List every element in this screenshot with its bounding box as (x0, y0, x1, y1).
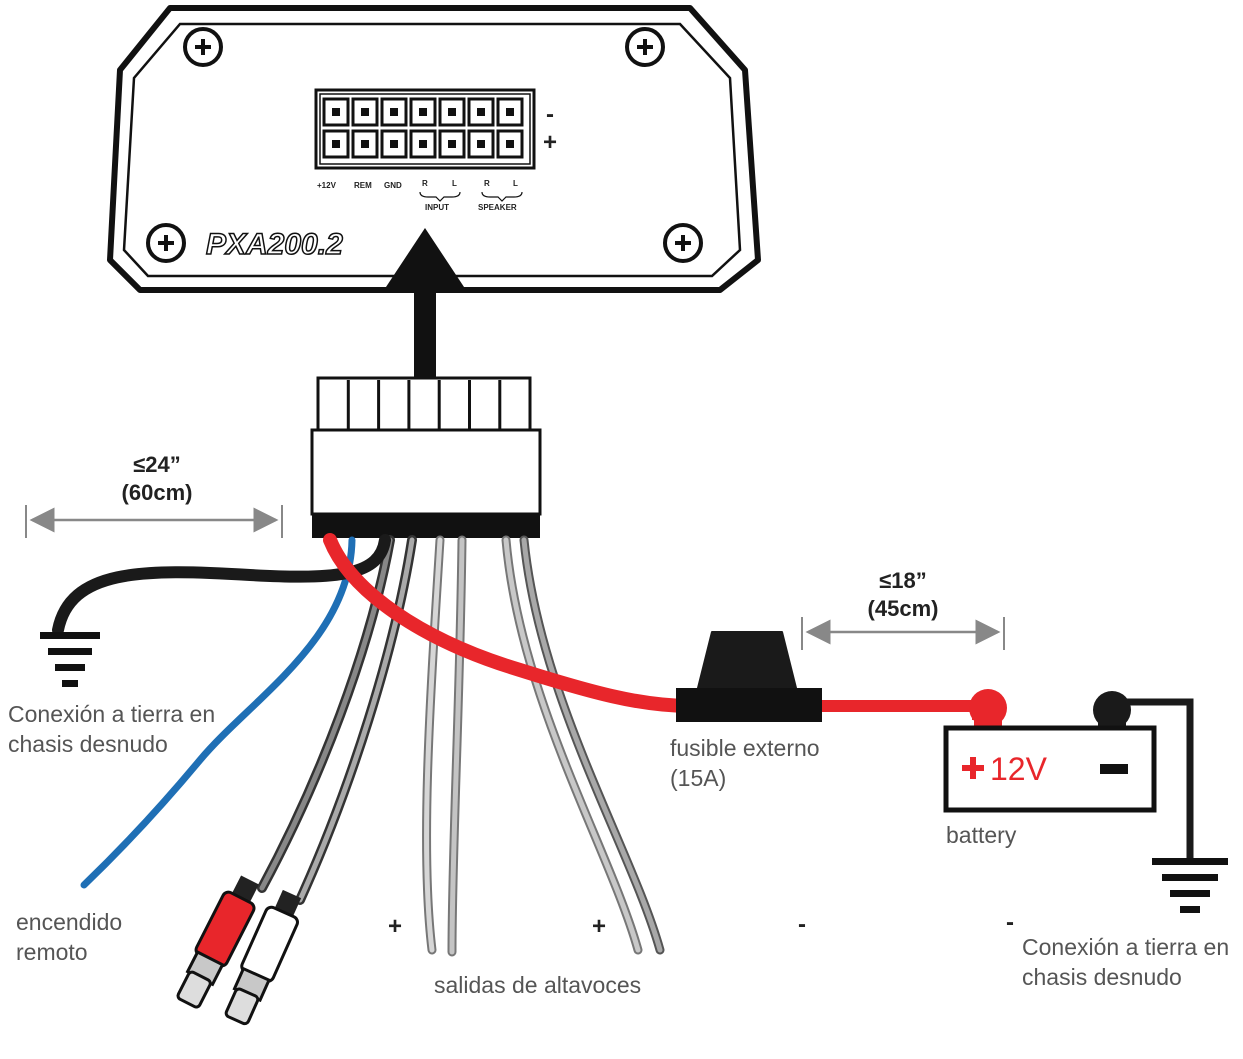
screw-icon (663, 223, 703, 263)
socket-pin-contact (419, 140, 427, 148)
socket-pin-contact (419, 108, 427, 116)
ground-symbol-icon (1152, 858, 1228, 913)
socket-pin-contact (361, 108, 369, 116)
pin-label-input-l: L (452, 179, 457, 188)
ground-length-in: ≤24” (133, 452, 181, 477)
battery-plus-icon (962, 757, 984, 779)
fuse-length-in: ≤18” (879, 568, 927, 593)
socket-pin-contact (506, 140, 514, 148)
rca-plug-white (224, 889, 302, 1026)
pin-label-speaker: SPEAKER (478, 203, 517, 212)
ground-right-label: Conexión a tierra en (1022, 934, 1229, 960)
insert-arrow-icon (384, 228, 466, 380)
socket-pin-contact (477, 108, 485, 116)
screw-icon (625, 27, 665, 67)
socket-pin-contact (390, 140, 398, 148)
socket-pin-contact (361, 140, 369, 148)
socket-pin-contact (448, 140, 456, 148)
dimension-fuse (801, 617, 1005, 650)
battery-minus-icon (1100, 764, 1128, 774)
battery-label: battery (946, 822, 1017, 848)
dimension-ground (25, 505, 283, 538)
power-wire (323, 533, 697, 713)
pin-label-12v: +12V (317, 181, 337, 190)
socket-pin-contact (332, 108, 340, 116)
amplifier: - + +12V REM GND R L INPUT R L SPEAKER P… (107, 5, 761, 293)
ground-right-label-2: chasis desnudo (1022, 964, 1182, 990)
ground-wire (52, 534, 391, 636)
amplifier-socket (314, 88, 536, 170)
socket-pin-contact (506, 108, 514, 116)
battery-icon (943, 689, 1157, 813)
socket-pin-contact (448, 108, 456, 116)
battery-voltage: 12V (990, 751, 1048, 787)
speaker-sign: - (1006, 909, 1014, 936)
speaker-outputs-label: salidas de altavoces (434, 972, 641, 998)
amplifier-model: PXA200.2 (206, 228, 343, 261)
speaker-sign: - (798, 911, 806, 938)
remote-label: encendido (16, 909, 122, 935)
socket-pin-contact (390, 108, 398, 116)
pin-label-input-r: R (422, 179, 428, 188)
power-wire-battery (820, 700, 984, 720)
socket-plus-label: + (543, 129, 557, 156)
rca-input-wires (257, 535, 417, 905)
socket-pin-contact (477, 140, 485, 148)
socket-minus-label: - (546, 101, 554, 128)
fuse-label: fusible externo (670, 735, 820, 761)
pin-label-gnd: GND (384, 181, 402, 190)
ground-left-label: Conexión a tierra en (8, 701, 215, 727)
pin-label-speaker-r: R (484, 179, 490, 188)
screw-icon (183, 27, 223, 67)
harness-plug (310, 376, 542, 538)
ground-symbol-icon (40, 632, 100, 687)
socket-pin-contact (332, 140, 340, 148)
remote-wire (80, 536, 356, 889)
socket-pin (409, 129, 437, 159)
pin-label-speaker-l: L (513, 179, 518, 188)
pin-label-input: INPUT (425, 203, 449, 212)
pin-label-rem: REM (354, 181, 372, 190)
speaker-wires (422, 535, 665, 957)
speaker-sign: + (388, 913, 402, 940)
ground-left-label-2: chasis desnudo (8, 731, 168, 757)
fuse-length-cm: (45cm) (868, 596, 939, 621)
remote-label-2: remoto (16, 939, 88, 965)
screw-icon (146, 223, 186, 263)
fuse-label-2: (15A) (670, 765, 726, 791)
speaker-sign: + (592, 913, 606, 940)
fuse-icon (676, 631, 822, 722)
ground-length-cm: (60cm) (122, 480, 193, 505)
rca-plug-red (176, 875, 259, 1009)
